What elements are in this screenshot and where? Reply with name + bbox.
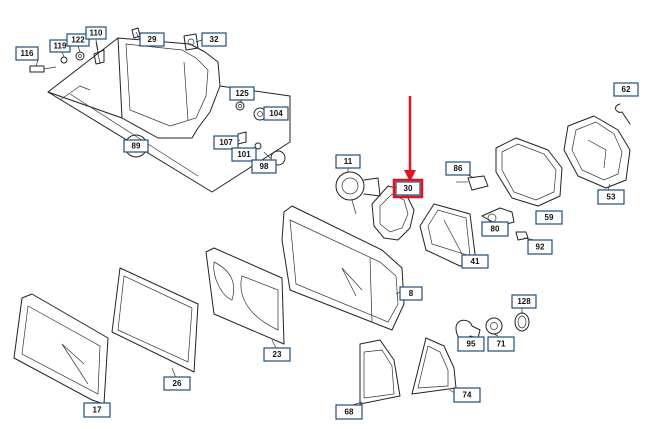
callout-text-74: 74 — [463, 391, 472, 400]
callout-text-125: 125 — [235, 89, 249, 98]
washer-119-drawing — [60, 56, 68, 64]
headlamp-housing-drawing — [47, 37, 291, 193]
nut-125-drawing — [235, 101, 245, 111]
callout-text-80: 80 — [491, 225, 500, 234]
callout-label-107[interactable]: 107 — [213, 135, 239, 150]
callout-label-128[interactable]: 128 — [511, 294, 537, 309]
callout-label-71[interactable]: 71 — [487, 336, 515, 352]
callout-label-59[interactable]: 59 — [535, 210, 563, 225]
screw-116-drawing — [29, 65, 57, 73]
clip-107-drawing — [237, 131, 247, 145]
socket-71-drawing — [485, 317, 503, 335]
callout-label-41[interactable]: 41 — [461, 254, 489, 269]
callout-text-116: 116 — [21, 49, 34, 58]
callout-label-53[interactable]: 53 — [597, 189, 625, 205]
callout-label-110[interactable]: 110 — [85, 26, 107, 40]
callout-label-104[interactable]: 104 — [263, 106, 289, 121]
callout-label-17[interactable]: 17 — [83, 402, 111, 418]
callout-text-122: 122 — [71, 36, 85, 45]
callout-text-101: 101 — [237, 150, 251, 159]
highlight-arrow — [404, 96, 416, 182]
callout-text-26: 26 — [173, 379, 182, 388]
callout-text-62: 62 — [622, 85, 631, 94]
callout-text-17: 17 — [93, 406, 102, 415]
gasket-26-drawing — [111, 267, 199, 373]
washer-122-drawing — [75, 51, 85, 61]
washer-101-drawing — [254, 142, 262, 150]
callout-text-107: 107 — [219, 138, 233, 147]
callout-label-8[interactable]: 8 — [399, 286, 423, 301]
bulb-92-drawing — [515, 231, 529, 241]
callout-text-92: 92 — [536, 243, 545, 252]
gasket-59-drawing — [495, 137, 563, 207]
callout-text-30: 30 — [404, 184, 413, 193]
callout-label-86[interactable]: 86 — [445, 161, 471, 176]
callout-label-11[interactable]: 11 — [335, 154, 361, 169]
callout-label-62[interactable]: 62 — [613, 82, 639, 97]
callout-text-29: 29 — [148, 35, 157, 44]
callout-label-101[interactable]: 101 — [231, 147, 257, 162]
bulb-holder-11-drawing — [335, 171, 381, 215]
callout-label-92[interactable]: 92 — [527, 239, 553, 255]
callout-text-8: 8 — [409, 289, 414, 298]
clip-29-drawing — [131, 27, 141, 39]
callout-text-128: 128 — [517, 297, 531, 306]
callout-label-119[interactable]: 119 — [49, 39, 71, 53]
hook-62-drawing — [615, 103, 631, 125]
gasket-74-drawing — [411, 337, 457, 395]
callout-label-32[interactable]: 32 — [201, 32, 227, 47]
callout-label-26[interactable]: 26 — [163, 376, 191, 391]
lens-17-drawing — [13, 293, 109, 405]
callout-text-110: 110 — [90, 29, 103, 38]
callout-label-89[interactable]: 89 — [123, 139, 149, 153]
callout-text-11: 11 — [344, 157, 353, 166]
leader-lines — [35, 31, 611, 407]
callout-label-95[interactable]: 95 — [457, 336, 485, 352]
callout-label-98[interactable]: 98 — [251, 159, 277, 174]
callout-label-29[interactable]: 29 — [139, 32, 165, 47]
callout-text-71: 71 — [497, 340, 506, 349]
callout-text-104: 104 — [269, 109, 283, 118]
cover-53-drawing — [563, 115, 631, 189]
callout-text-89: 89 — [132, 142, 141, 151]
callout-text-98: 98 — [260, 162, 269, 171]
callout-label-125[interactable]: 125 — [229, 86, 255, 101]
callout-label-23[interactable]: 23 — [263, 347, 291, 362]
headlamp-assembly-8-drawing — [281, 205, 405, 331]
bulb-86-drawing — [456, 175, 489, 191]
adjuster-98-drawing — [263, 150, 286, 166]
callout-text-59: 59 — [545, 213, 554, 222]
callout-text-23: 23 — [273, 350, 282, 359]
callout-text-119: 119 — [54, 42, 67, 51]
callout-text-32: 32 — [210, 35, 219, 44]
callout-text-68: 68 — [345, 408, 354, 417]
callout-label-122[interactable]: 122 — [66, 33, 90, 47]
callout-label-68[interactable]: 68 — [335, 404, 363, 420]
callout-label-116[interactable]: 116 — [15, 46, 39, 61]
frame-23-drawing — [205, 247, 285, 345]
callout-text-95: 95 — [467, 340, 476, 349]
socket-32-drawing — [183, 33, 199, 51]
ring-128-drawing — [514, 312, 530, 332]
indicator-lens-68-drawing — [359, 339, 401, 405]
callout-label-80[interactable]: 80 — [481, 221, 509, 237]
callout-text-41: 41 — [471, 257, 480, 266]
callout-label-30[interactable]: 30 — [392, 178, 424, 199]
clip-110-drawing — [93, 49, 105, 65]
callout-text-53: 53 — [607, 193, 616, 202]
callout-label-74[interactable]: 74 — [453, 387, 481, 403]
callout-text-86: 86 — [454, 164, 463, 173]
